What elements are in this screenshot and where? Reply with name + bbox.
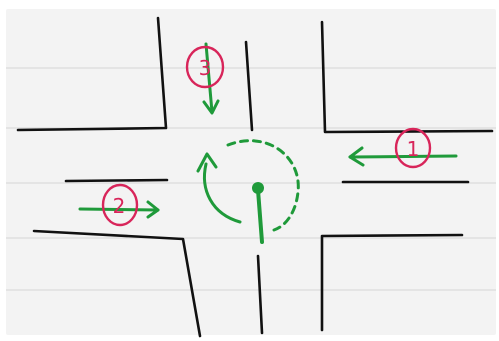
arrow-approach-1: [348, 154, 458, 159]
curb-bottom-right: [320, 233, 464, 332]
u-turn-path: [203, 162, 242, 224]
label-circles: [101, 45, 432, 227]
road-edges: [16, 16, 494, 338]
arrow-approach-2-head: [146, 200, 160, 219]
divider-west: [64, 178, 169, 183]
curb-top-right: [320, 20, 494, 134]
arrow-approach-3-head: [202, 99, 220, 115]
label-circle-1: [394, 127, 432, 169]
arrow-approach-3: [204, 42, 214, 114]
signal-post: [256, 188, 264, 244]
approach-3-label: 3: [199, 56, 212, 80]
curb-top-left: [16, 16, 168, 132]
notepaper-background: [6, 9, 496, 335]
route-arrows: [78, 42, 458, 244]
approach-1-label: 1: [407, 137, 420, 161]
signal-head-icon: [252, 182, 264, 194]
curb-bottom-left: [32, 229, 202, 338]
divider-south: [256, 254, 264, 335]
divider-north: [244, 40, 254, 132]
arrow-approach-1-head: [348, 146, 365, 167]
approach-2-label: 2: [113, 194, 126, 218]
dashed-turn-path: [226, 139, 300, 232]
arrow-approach-2: [78, 207, 160, 212]
label-circle-3: [185, 45, 225, 89]
u-turn-head: [196, 152, 218, 173]
label-circle-2: [101, 183, 139, 227]
